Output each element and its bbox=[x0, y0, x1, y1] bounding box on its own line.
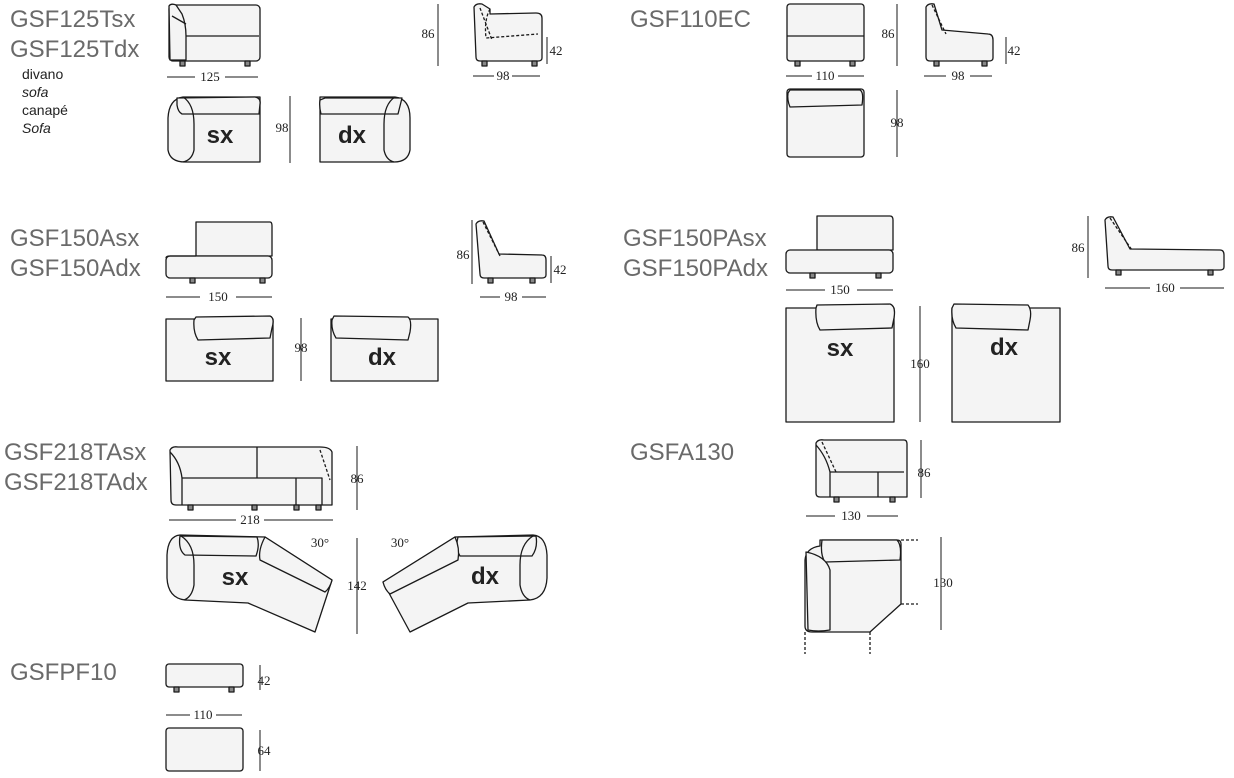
dim-depth-plan-gsfa130: 130 bbox=[933, 575, 953, 590]
dim-depth-side-gsf150a: 98 bbox=[505, 289, 518, 304]
dim-depth-plan-gsf150a: 98 bbox=[295, 340, 308, 355]
plan-view-gsf218ta-dx bbox=[382, 534, 548, 633]
dim-depth-plan-gsfpf10: 64 bbox=[258, 743, 272, 758]
side-view-gsf125t bbox=[473, 3, 543, 67]
plan-view-gsf110ec bbox=[786, 88, 865, 158]
dim-height-gsfpf10: 42 bbox=[258, 673, 271, 688]
dim-depth-plan-gsf110ec: 98 bbox=[891, 115, 904, 130]
dim-height-gsf218ta: 86 bbox=[351, 471, 365, 486]
dim-width-gsf218ta: 218 bbox=[240, 512, 260, 527]
product-code-gsf218tasx: GSF218TAsx bbox=[4, 439, 147, 466]
plan-view-gsfa130 bbox=[804, 539, 918, 654]
product-code-gsf218tadx: GSF218TAdx bbox=[4, 469, 148, 496]
plan-view-gsf150a-dx bbox=[330, 315, 439, 382]
dim-depth-plan-gsf218ta: 142 bbox=[347, 578, 367, 593]
side-view-gsf150a bbox=[475, 220, 547, 284]
plan-view-gsf150a-sx bbox=[165, 315, 274, 382]
dim-width-gsf150pa: 150 bbox=[830, 282, 850, 297]
plan-view-gsf218ta-sx bbox=[166, 534, 333, 633]
label-sx-gsf150pa: sx bbox=[827, 335, 854, 362]
label-sx-gsf125t: sx bbox=[207, 122, 234, 149]
dim-width-gsfa130: 130 bbox=[841, 508, 861, 523]
product-code-gsf150adx: GSF150Adx bbox=[10, 255, 141, 282]
dim-width-gsf110ec: 110 bbox=[815, 68, 834, 83]
product-code-gsf110ec: GSF110EC bbox=[630, 6, 751, 33]
dim-angle-gsf218ta-dx: 30° bbox=[391, 535, 409, 550]
description-german: Sofa bbox=[22, 120, 51, 136]
front-view-gsf150pa bbox=[785, 215, 894, 279]
label-sx-gsf150a: sx bbox=[205, 344, 232, 371]
front-view-gsfa130 bbox=[815, 439, 908, 503]
label-dx-gsf150pa: dx bbox=[990, 334, 1019, 361]
product-code-gsfpf10: GSFPF10 bbox=[10, 659, 117, 686]
dim-width-gsf125t: 125 bbox=[200, 69, 220, 84]
dim-angle-gsf218ta-sx: 30° bbox=[311, 535, 329, 550]
dim-width-gsfpf10: 110 bbox=[193, 707, 212, 722]
product-code-gsfa130: GSFA130 bbox=[630, 439, 735, 466]
side-view-gsf110ec bbox=[925, 3, 994, 67]
plan-view-gsf150pa-sx bbox=[785, 303, 896, 423]
front-view-gsf125t bbox=[168, 3, 261, 67]
dim-seat-height-gsf125t: 42 bbox=[550, 43, 563, 58]
front-view-gsf150a bbox=[165, 221, 273, 284]
product-code-gsf150padx: GSF150PAdx bbox=[623, 255, 768, 282]
dim-height-gsfa130: 86 bbox=[918, 465, 932, 480]
product-code-gsf125tdx: GSF125Tdx bbox=[10, 36, 140, 63]
product-code-gsf125tsx: GSF125Tsx bbox=[10, 6, 136, 33]
description-italian: divano bbox=[22, 66, 64, 82]
label-sx-gsf218ta: sx bbox=[222, 564, 249, 591]
front-view-gsf110ec bbox=[786, 3, 865, 67]
description-french: canapé bbox=[22, 102, 68, 118]
description-english: sofa bbox=[22, 84, 49, 100]
dim-depth-side-gsf125t: 98 bbox=[497, 68, 510, 83]
dim-height-gsf125t: 86 bbox=[422, 26, 436, 41]
front-view-gsf218ta bbox=[169, 446, 333, 511]
product-code-gsf150asx: GSF150Asx bbox=[10, 225, 140, 252]
dim-height-gsf150a: 86 bbox=[457, 247, 471, 262]
plan-view-gsf125t-dx bbox=[319, 96, 411, 163]
dim-seat-height-gsf110ec: 42 bbox=[1008, 43, 1021, 58]
dim-seat-height-gsf150a: 42 bbox=[554, 262, 567, 277]
dim-height-gsf110ec: 86 bbox=[882, 26, 896, 41]
side-view-gsf150pa bbox=[1104, 216, 1225, 276]
dim-height-gsf150pa: 86 bbox=[1072, 240, 1086, 255]
product-code-gsf150pasx: GSF150PAsx bbox=[623, 225, 767, 252]
front-view-gsfpf10 bbox=[165, 663, 244, 693]
dim-depth-plan-gsf150pa: 160 bbox=[910, 356, 930, 371]
dim-depth-side-gsf110ec: 98 bbox=[952, 68, 965, 83]
label-dx-gsf125t: dx bbox=[338, 122, 367, 149]
dim-width-gsf150a: 150 bbox=[208, 289, 228, 304]
label-dx-gsf218ta: dx bbox=[471, 563, 500, 590]
label-dx-gsf150a: dx bbox=[368, 344, 397, 371]
plan-view-gsf125t-sx bbox=[167, 96, 261, 163]
plan-view-gsfpf10 bbox=[165, 727, 244, 772]
dim-depth-side-gsf150pa: 160 bbox=[1155, 280, 1175, 295]
plan-view-gsf150pa-dx bbox=[951, 303, 1061, 423]
dim-depth-plan-gsf125t: 98 bbox=[276, 120, 289, 135]
